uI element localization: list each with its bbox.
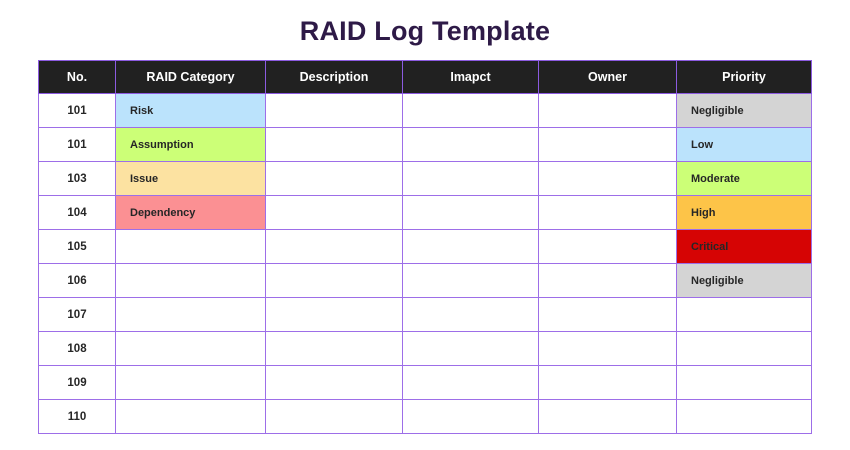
cell-priority[interactable] xyxy=(676,297,812,332)
column-header-no[interactable]: No. xyxy=(38,60,116,94)
cell-owner[interactable] xyxy=(538,195,677,230)
cell-owner[interactable] xyxy=(538,297,677,332)
cell-no[interactable]: 101 xyxy=(38,127,116,162)
cell-owner[interactable] xyxy=(538,399,677,434)
cell-description[interactable] xyxy=(265,263,403,298)
cell-priority[interactable] xyxy=(676,399,812,434)
table-header-row: No. RAID Category Description Imapct Own… xyxy=(38,60,812,94)
cell-description[interactable] xyxy=(265,93,403,128)
cell-description[interactable] xyxy=(265,297,403,332)
table-row: 106 Negligible xyxy=(38,263,812,298)
column-header-description[interactable]: Description xyxy=(265,60,403,94)
column-header-impact[interactable]: Imapct xyxy=(402,60,539,94)
cell-no[interactable]: 105 xyxy=(38,229,116,264)
cell-no[interactable]: 104 xyxy=(38,195,116,230)
cell-description[interactable] xyxy=(265,127,403,162)
cell-no[interactable]: 106 xyxy=(38,263,116,298)
cell-impact[interactable] xyxy=(402,195,539,230)
cell-priority[interactable]: Low xyxy=(676,127,812,162)
column-header-priority[interactable]: Priority xyxy=(676,60,812,94)
cell-impact[interactable] xyxy=(402,127,539,162)
cell-priority[interactable] xyxy=(676,365,812,400)
cell-description[interactable] xyxy=(265,161,403,196)
cell-priority[interactable]: Negligible xyxy=(676,263,812,298)
cell-description[interactable] xyxy=(265,229,403,264)
table-row: 108 xyxy=(38,331,812,366)
cell-impact[interactable] xyxy=(402,297,539,332)
raid-table-container: No. RAID Category Description Imapct Own… xyxy=(38,60,812,434)
cell-priority[interactable]: Negligible xyxy=(676,93,812,128)
cell-priority[interactable]: Moderate xyxy=(676,161,812,196)
cell-owner[interactable] xyxy=(538,93,677,128)
cell-category[interactable]: Issue xyxy=(115,161,266,196)
cell-no[interactable]: 108 xyxy=(38,331,116,366)
page-title: RAID Log Template xyxy=(299,16,551,46)
cell-description[interactable] xyxy=(265,195,403,230)
cell-category[interactable] xyxy=(115,263,266,298)
table-row: 107 xyxy=(38,297,812,332)
table-row: 110 xyxy=(38,399,812,434)
table-row: 109 xyxy=(38,365,812,400)
cell-description[interactable] xyxy=(265,331,403,366)
cell-impact[interactable] xyxy=(402,229,539,264)
cell-category[interactable] xyxy=(115,331,266,366)
cell-priority[interactable]: High xyxy=(676,195,812,230)
cell-description[interactable] xyxy=(265,365,403,400)
cell-impact[interactable] xyxy=(402,331,539,366)
cell-impact[interactable] xyxy=(402,161,539,196)
cell-impact[interactable] xyxy=(402,365,539,400)
cell-description[interactable] xyxy=(265,399,403,434)
cell-priority[interactable] xyxy=(676,331,812,366)
column-header-category[interactable]: RAID Category xyxy=(115,60,266,94)
raid-log-table: No. RAID Category Description Imapct Own… xyxy=(38,60,812,434)
table-header: No. RAID Category Description Imapct Own… xyxy=(38,60,812,94)
cell-category[interactable] xyxy=(115,297,266,332)
cell-owner[interactable] xyxy=(538,127,677,162)
cell-category[interactable] xyxy=(115,399,266,434)
cell-no[interactable]: 109 xyxy=(38,365,116,400)
cell-category[interactable]: Assumption xyxy=(115,127,266,162)
cell-owner[interactable] xyxy=(538,263,677,298)
cell-no[interactable]: 101 xyxy=(38,93,116,128)
cell-impact[interactable] xyxy=(402,399,539,434)
cell-owner[interactable] xyxy=(538,229,677,264)
cell-category[interactable]: Dependency xyxy=(115,195,266,230)
cell-owner[interactable] xyxy=(538,161,677,196)
cell-impact[interactable] xyxy=(402,93,539,128)
cell-owner[interactable] xyxy=(538,331,677,366)
cell-category[interactable] xyxy=(115,365,266,400)
cell-priority[interactable]: Critical xyxy=(676,229,812,264)
cell-no[interactable]: 103 xyxy=(38,161,116,196)
column-header-owner[interactable]: Owner xyxy=(538,60,677,94)
cell-category[interactable]: Risk xyxy=(115,93,266,128)
cell-category[interactable] xyxy=(115,229,266,264)
cell-owner[interactable] xyxy=(538,365,677,400)
cell-impact[interactable] xyxy=(402,263,539,298)
table-row: 105 Critical xyxy=(38,229,812,264)
cell-no[interactable]: 107 xyxy=(38,297,116,332)
cell-no[interactable]: 110 xyxy=(38,399,116,434)
